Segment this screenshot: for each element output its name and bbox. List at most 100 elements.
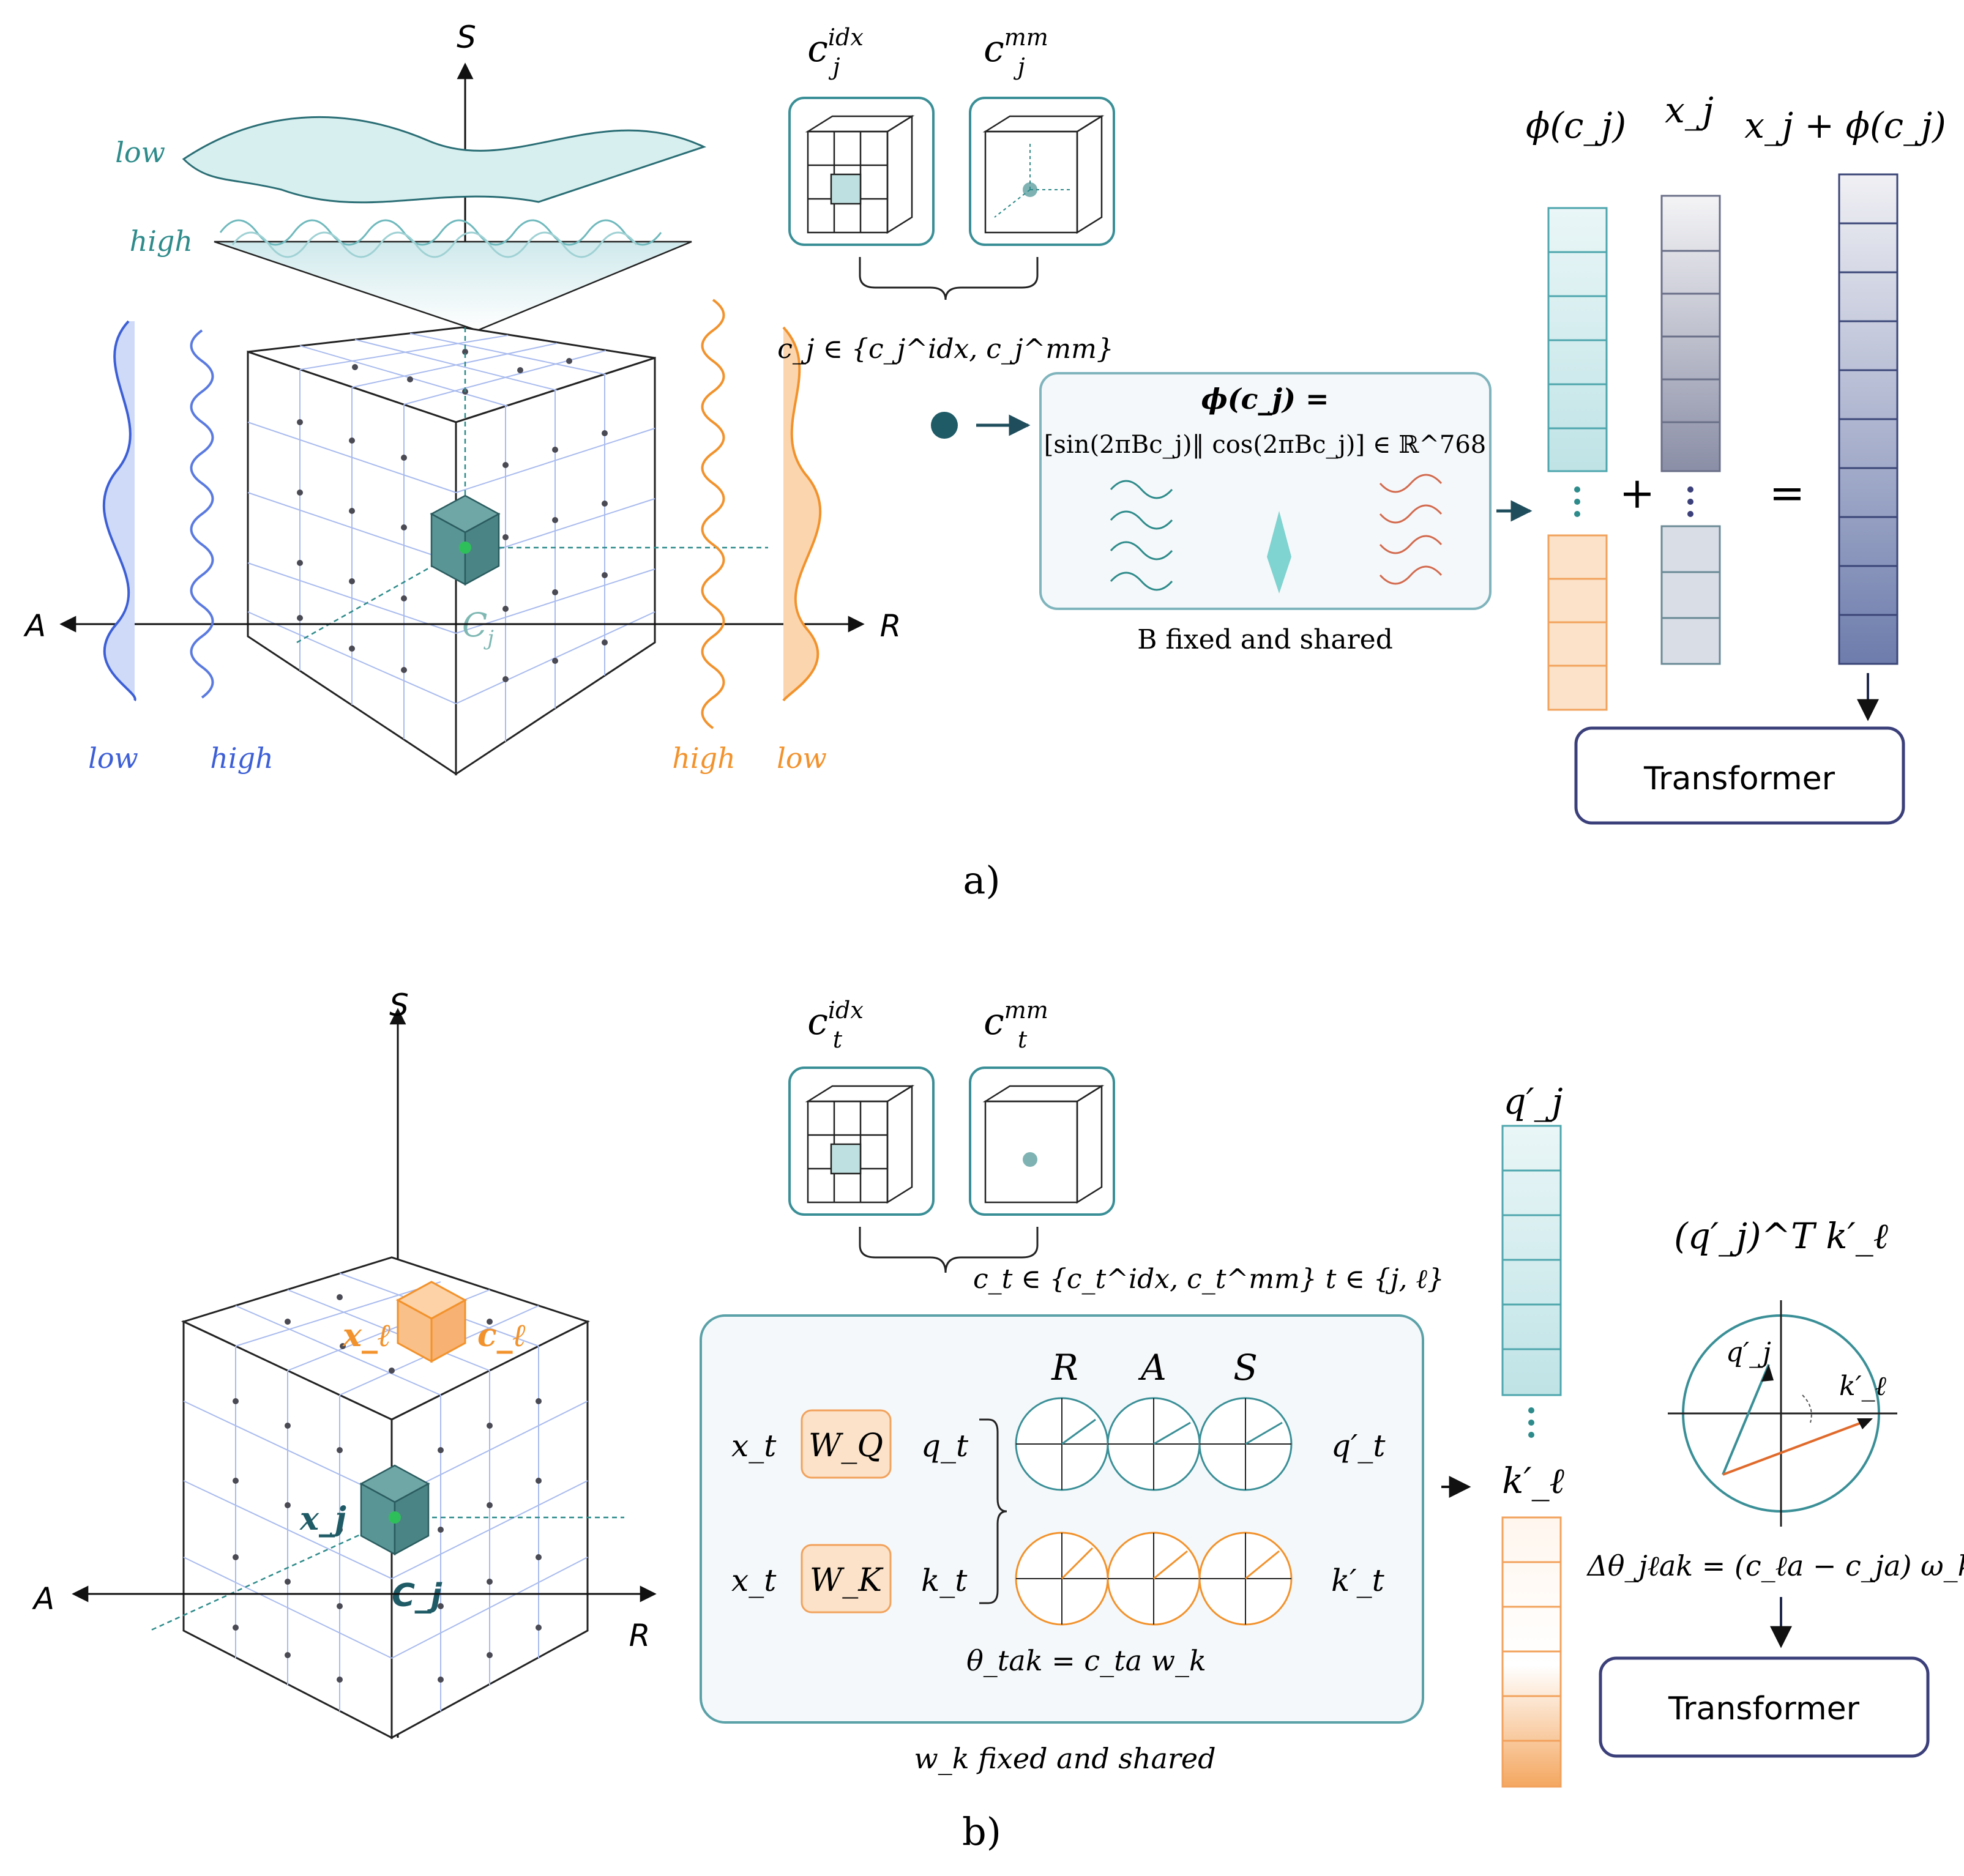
voxel-highlight-icon-b: [830, 1143, 862, 1175]
row-q-proj: q_t: [921, 1428, 969, 1464]
panel-a: S low high: [23, 20, 1946, 903]
voxel-b-right: [394, 1482, 430, 1556]
row-k-proj: k_t: [921, 1563, 968, 1598]
s-axis-label: S: [457, 20, 476, 55]
a-projection-b: [149, 1516, 398, 1632]
row-q-input: x_t: [731, 1428, 777, 1464]
coord-brace-b: [859, 1227, 1039, 1273]
rotation-header-r: R: [1051, 1347, 1078, 1388]
equals-sign: =: [1769, 468, 1805, 518]
k-rotation-circles: [1015, 1532, 1293, 1626]
xj-label: x_j: [299, 1500, 346, 1538]
low-frequency-plane: [182, 116, 707, 204]
transformer-label-b: Transformer: [1668, 1691, 1860, 1727]
q-vector-header: q′_j: [1503, 1081, 1563, 1122]
panel-a-caption: a): [963, 858, 1000, 903]
phi-header: ϕ(c_j): [1526, 105, 1626, 146]
a-high-wave: [190, 329, 214, 699]
transformer-box-a: [1574, 726, 1905, 825]
wk-label: W_K: [810, 1562, 884, 1599]
x-header: x_j: [1665, 89, 1714, 131]
a-low-wave-fill: [103, 321, 135, 701]
s-low-label: low: [115, 136, 165, 169]
wk-box: [801, 1544, 892, 1614]
formula-line-1: ϕ(c_j) =: [1201, 382, 1329, 415]
attention-title: (q′_j)^T k′_ℓ: [1674, 1215, 1888, 1257]
a-low-label: low: [88, 742, 138, 775]
panel-b-caption: b): [962, 1809, 1001, 1854]
w-fixed-caption: w_k fixed and shared: [914, 1742, 1215, 1775]
row-k-input: x_t: [731, 1563, 777, 1598]
delta-theta-equation: Δθ_jℓak = (c_ℓa − c_ja) ω_k: [1586, 1549, 1964, 1582]
mm-space-icon: [982, 114, 1105, 234]
row-k-out: k′_t: [1331, 1563, 1385, 1598]
rotation-header-a: A: [1138, 1347, 1167, 1388]
wq-box: [801, 1409, 892, 1479]
r-low-wave: [782, 326, 822, 702]
x-vector-bottom: [1660, 525, 1721, 665]
rotation-header-s: S: [1233, 1347, 1258, 1388]
circle-q-label: q′_j: [1726, 1337, 1771, 1368]
transformer-box-b: [1599, 1656, 1930, 1758]
a-projection-line: [296, 546, 466, 644]
voxel-center-point: [459, 542, 471, 554]
x-vector-top: [1660, 195, 1721, 472]
k-vector-header: k′_ℓ: [1502, 1460, 1564, 1502]
transformer-label-a: Transformer: [1643, 761, 1835, 797]
panel-b: S x_ℓ c_ℓ: [32, 988, 1964, 1854]
mm-point-icon-b: [1023, 1152, 1037, 1167]
qk-ellipsis: [1528, 1407, 1534, 1438]
row-q-out: q′_t: [1331, 1428, 1386, 1464]
theta-equation: θ_tak = c_ta w_k: [966, 1644, 1206, 1677]
concat-diamond-icon: [1267, 511, 1291, 594]
high-frequency-plane: [214, 240, 692, 332]
cosine-waves-icon: [1379, 474, 1443, 585]
sine-waves-icon: [1110, 480, 1173, 591]
circle-k-label: k′_ℓ: [1839, 1371, 1887, 1402]
r-high-label: high: [672, 742, 735, 775]
high-frequency-wave-2: [231, 231, 638, 258]
angle-arc: [1802, 1394, 1812, 1423]
x-ellipsis: [1687, 486, 1693, 517]
voxel-highlight-icon: [830, 173, 862, 205]
plus-sign: +: [1619, 468, 1656, 518]
b-fixed-caption: B fixed and shared: [1137, 624, 1393, 655]
formula-line-2: [sin(2πBc_j)‖ cos(2πBc_j)] ∈ ℝ^768: [1044, 431, 1486, 459]
a-low-wave: [102, 320, 136, 702]
fourier-encoding-box: [1039, 372, 1492, 610]
phi-ellipsis: [1574, 486, 1580, 517]
k-rotated-vector: [1722, 1418, 1870, 1476]
orange-voxel-right: [430, 1298, 466, 1363]
a-high-label: high: [210, 742, 273, 775]
a-axis-label-b: A: [32, 1581, 54, 1617]
r-high-wave: [701, 299, 725, 729]
cl-label: c_ℓ: [477, 1317, 526, 1354]
coordinate-dot: [931, 412, 958, 439]
s-axis-label-b: S: [389, 988, 409, 1023]
coord-set-label-b: c_t ∈ {c_t^idx, c_t^mm} t ∈ {j, ℓ}: [973, 1264, 1444, 1295]
r-low-label: low: [777, 742, 827, 775]
high-frequency-wave: [219, 219, 662, 246]
voxel-b-center: [389, 1511, 401, 1524]
cj-label: C_j: [392, 1577, 442, 1614]
wq-label: W_Q: [808, 1427, 883, 1464]
coord-idx-box-b: [788, 1066, 935, 1216]
r-axis-label: R: [880, 608, 902, 644]
qk-brace: [979, 1418, 1007, 1604]
coord-brace: [859, 257, 1039, 300]
cube-grid-points: [297, 349, 608, 682]
s-high-label: high: [130, 225, 193, 258]
r-axis-label-b: R: [629, 1618, 651, 1653]
a-axis-label: A: [23, 608, 46, 644]
xl-label: x_ℓ: [342, 1317, 391, 1354]
r-low-wave-fill: [783, 327, 821, 701]
sum-header: x_j + ϕ(c_j): [1744, 105, 1946, 146]
voxel-right: [464, 512, 500, 586]
coord-set-label: c_j ∈ {c_j^idx, c_j^mm}: [777, 333, 1114, 365]
q-rotation-circles: [1015, 1397, 1293, 1491]
